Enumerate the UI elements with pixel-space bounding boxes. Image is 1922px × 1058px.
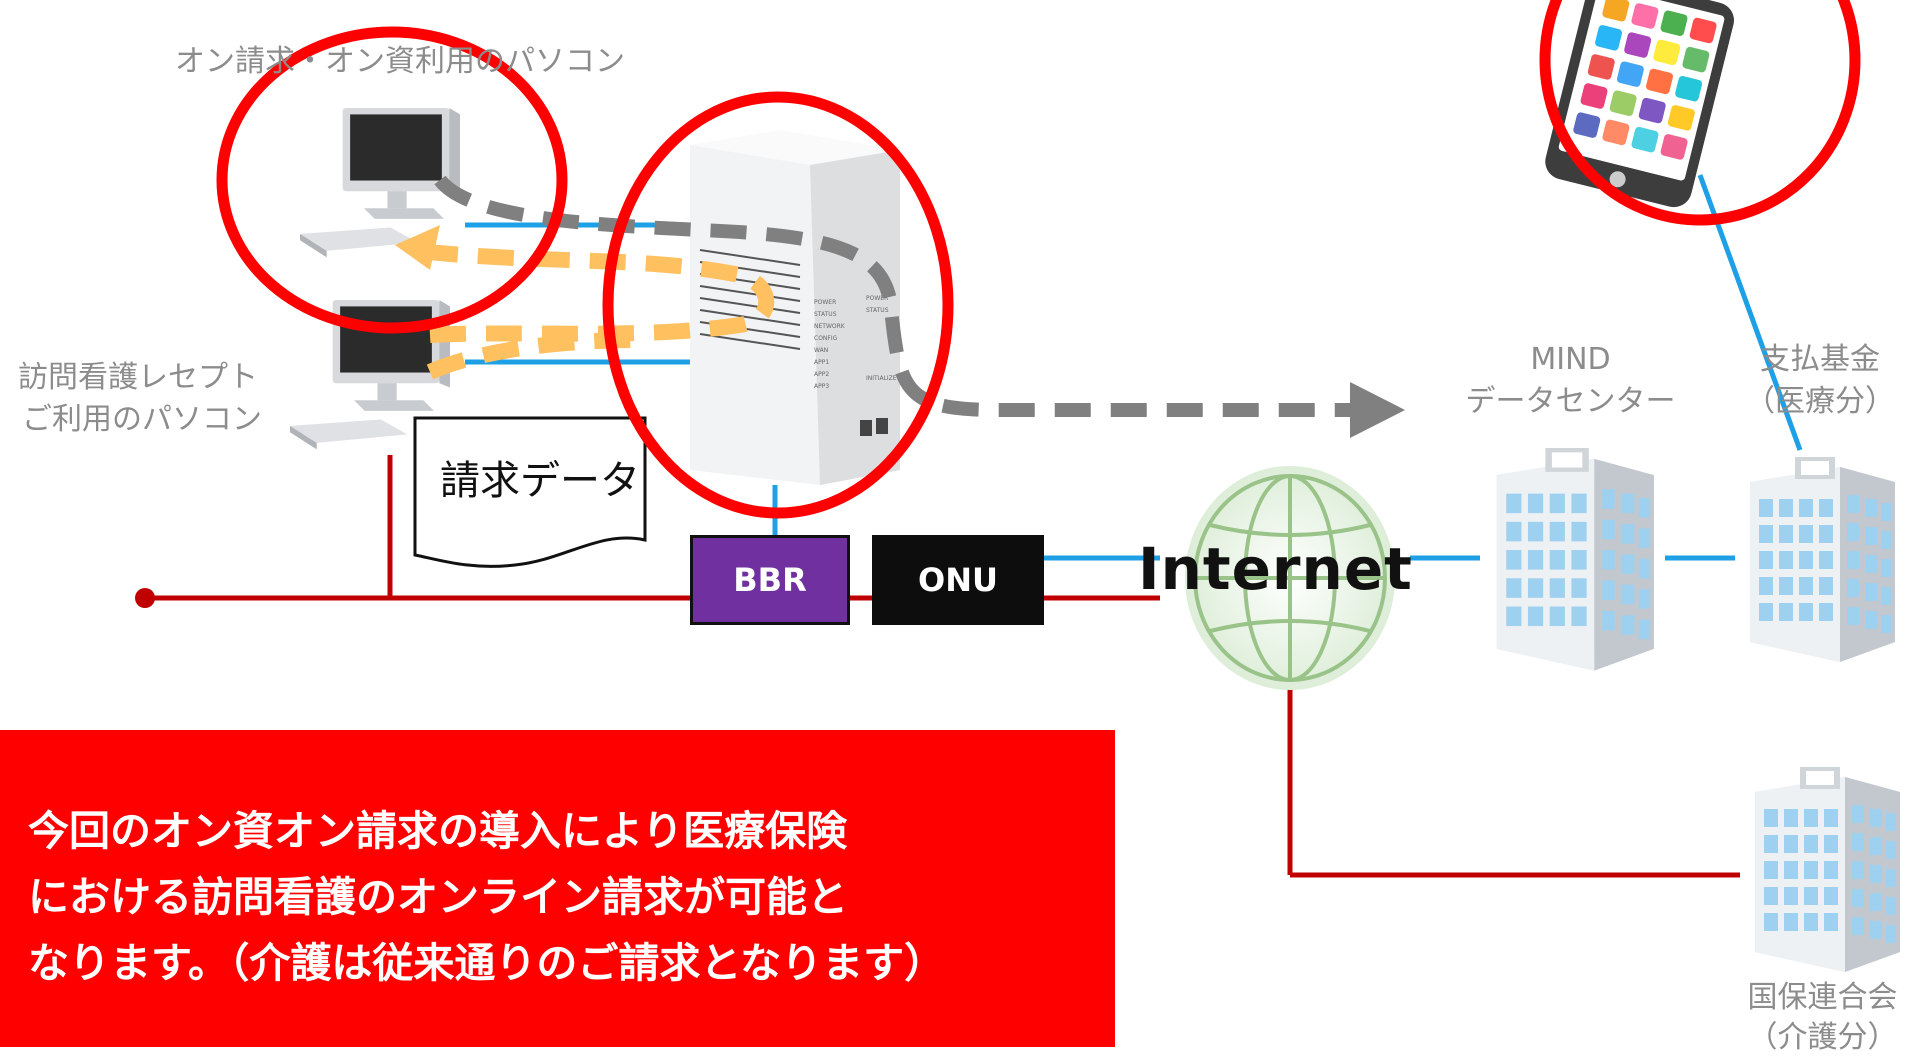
receipt-pc-label-line2: ご利用のパソコン bbox=[22, 402, 262, 437]
router-led-labels: POWER STATUS NETWORK CONFIG WAN APP1 APP… bbox=[814, 295, 897, 390]
mind-label-line1: MIND bbox=[1530, 342, 1611, 377]
shiharai-label-line1: 支払基金 bbox=[1760, 342, 1880, 377]
document-icon bbox=[413, 416, 647, 568]
kokuho-label-line1: 国保連合会 bbox=[1747, 980, 1898, 1015]
onu-label: ONU bbox=[918, 561, 998, 599]
globe-icon bbox=[1185, 466, 1395, 690]
receipt-pc-label-line1: 訪問看護レセプト bbox=[18, 360, 258, 395]
led-label: APP3 bbox=[814, 383, 829, 390]
gray-arrowhead bbox=[1350, 382, 1405, 438]
billing-data-label: 請求データ bbox=[440, 458, 640, 504]
online-pc-label: オン請求・オン資利用のパソコン bbox=[175, 44, 625, 79]
bbr-box: BBR bbox=[690, 535, 850, 625]
building-icon bbox=[1750, 457, 1895, 662]
building-icon bbox=[1496, 448, 1654, 671]
bbr-label: BBR bbox=[733, 561, 807, 599]
orange-arrowhead bbox=[395, 225, 440, 270]
side-label: POWER bbox=[866, 295, 888, 302]
kokuho-label-line2: （介護分） bbox=[1747, 1020, 1898, 1055]
led-label: WAN bbox=[814, 347, 828, 354]
notice-box: 今回のオン資オン請求の導入により医療保険 における訪問看護のオンライン請求が可能… bbox=[0, 730, 1115, 1047]
highlight-circle-pc bbox=[216, 26, 568, 334]
side-label: STATUS bbox=[866, 307, 889, 314]
highlight-circle-router bbox=[602, 91, 954, 519]
shiharai-label-line2: （医療分） bbox=[1745, 384, 1895, 419]
highlight-circle-smartphone bbox=[1539, 0, 1861, 226]
building-icon bbox=[1755, 767, 1900, 972]
led-label: POWER bbox=[814, 299, 836, 306]
router-icon bbox=[690, 130, 900, 485]
mind-label-line2: データセンター bbox=[1465, 384, 1676, 419]
led-label: APP2 bbox=[814, 371, 829, 378]
side-label: INITIALIZE bbox=[866, 375, 897, 382]
wired-lines bbox=[145, 455, 1740, 878]
led-label: CONFIG bbox=[814, 335, 838, 342]
data-flow-gray bbox=[434, 175, 1350, 417]
internet-label: Internet bbox=[1138, 535, 1413, 603]
smartphone-icon bbox=[1545, 0, 1734, 208]
led-label: STATUS bbox=[814, 311, 837, 318]
led-label: APP1 bbox=[814, 359, 829, 366]
wire-endpoint bbox=[135, 588, 155, 608]
onu-box: ONU bbox=[872, 535, 1044, 625]
led-label: NETWORK bbox=[814, 323, 846, 330]
highlight-circles bbox=[216, 0, 1861, 519]
notice-text: 今回のオン資オン請求の導入により医療保険 における訪問看護のオンライン請求が可能… bbox=[28, 807, 946, 987]
